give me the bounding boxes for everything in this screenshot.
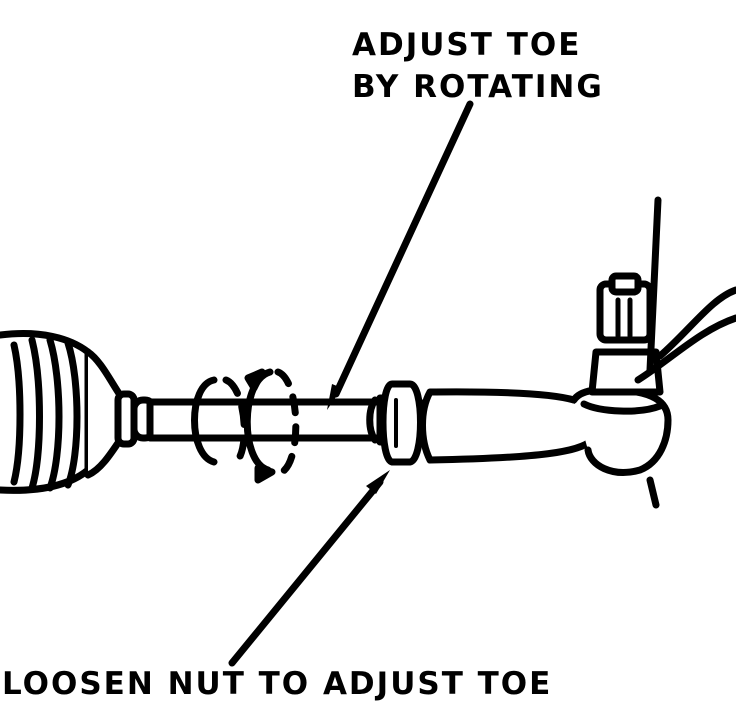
adjust-toe-label-line1: ADJUST TOE — [352, 27, 582, 63]
adjust-toe-label: ADJUST TOE BY ROTATING — [352, 24, 604, 108]
adjust-toe-label-line2: BY ROTATING — [352, 69, 604, 105]
rubber-boot — [0, 330, 158, 494]
loosen-nut-label-text: LOOSEN NUT TO ADJUST TOE — [2, 666, 553, 702]
circular-arrow-icon — [191, 368, 300, 484]
jam-nut — [366, 380, 430, 466]
outer-tie-rod-end — [419, 272, 672, 476]
leader-lines — [228, 100, 662, 667]
inner-tie-rod — [146, 398, 386, 442]
steering-knuckle — [634, 286, 736, 509]
loosen-nut-label: LOOSEN NUT TO ADJUST TOE — [2, 664, 552, 704]
